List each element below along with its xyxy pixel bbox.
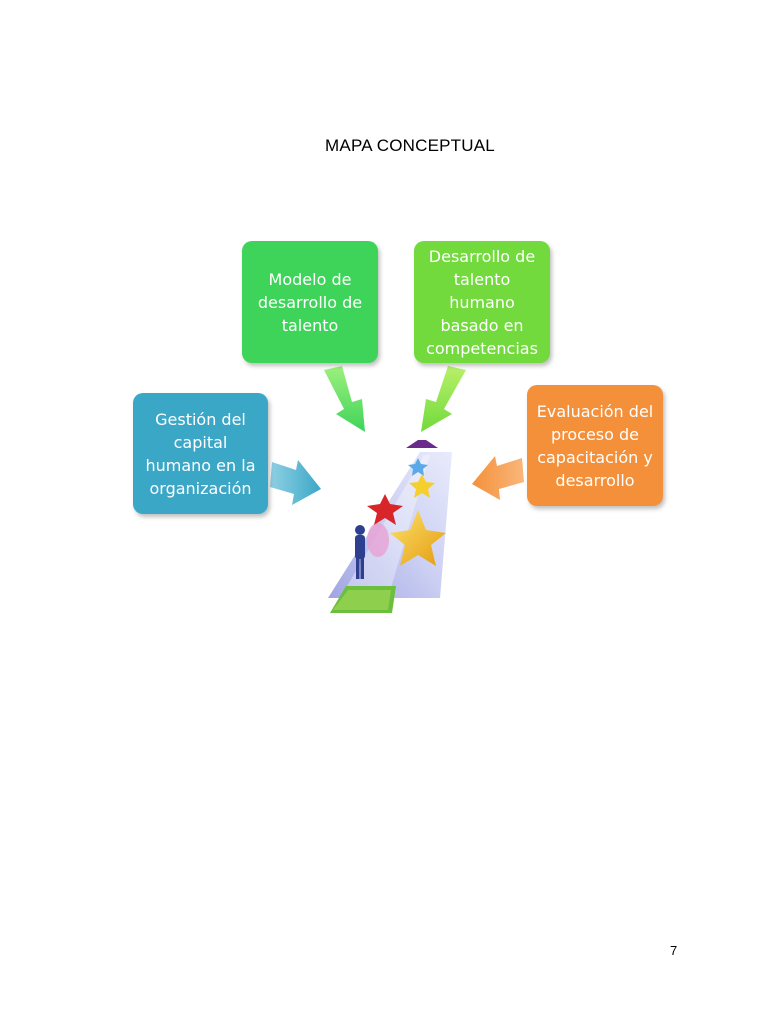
star-icon <box>409 474 435 498</box>
arrow-from-gestion <box>270 460 321 505</box>
concept-label: Desarrollo de talento humano basado en c… <box>426 246 538 358</box>
concept-label: Evaluación del proceso de capacitación y… <box>536 401 654 490</box>
concept-box-evaluacion: Evaluación del proceso de capacitación y… <box>527 385 663 506</box>
person-icon <box>355 525 365 579</box>
concept-box-desarrollo: Desarrollo de talento humano basado en c… <box>414 241 550 363</box>
concept-label: Gestión del capital humano en la organiz… <box>145 409 256 498</box>
concept-label: Modelo de desarrollo de talento <box>257 269 363 335</box>
page-title: MAPA CONCEPTUAL <box>325 136 495 155</box>
star-icon <box>390 510 446 566</box>
arrow-from-modelo <box>324 366 365 432</box>
concept-box-gestion: Gestión del capital humano en la organiz… <box>133 393 268 514</box>
page-number: 7 <box>670 943 678 958</box>
arrow-from-desarrollo <box>421 366 466 432</box>
talent-path-illustration <box>328 440 452 613</box>
concept-box-modelo: Modelo de desarrollo de talento <box>242 241 378 363</box>
star-icon <box>408 458 428 476</box>
star-icon <box>367 494 403 525</box>
arrow-from-evaluacion <box>472 456 524 500</box>
